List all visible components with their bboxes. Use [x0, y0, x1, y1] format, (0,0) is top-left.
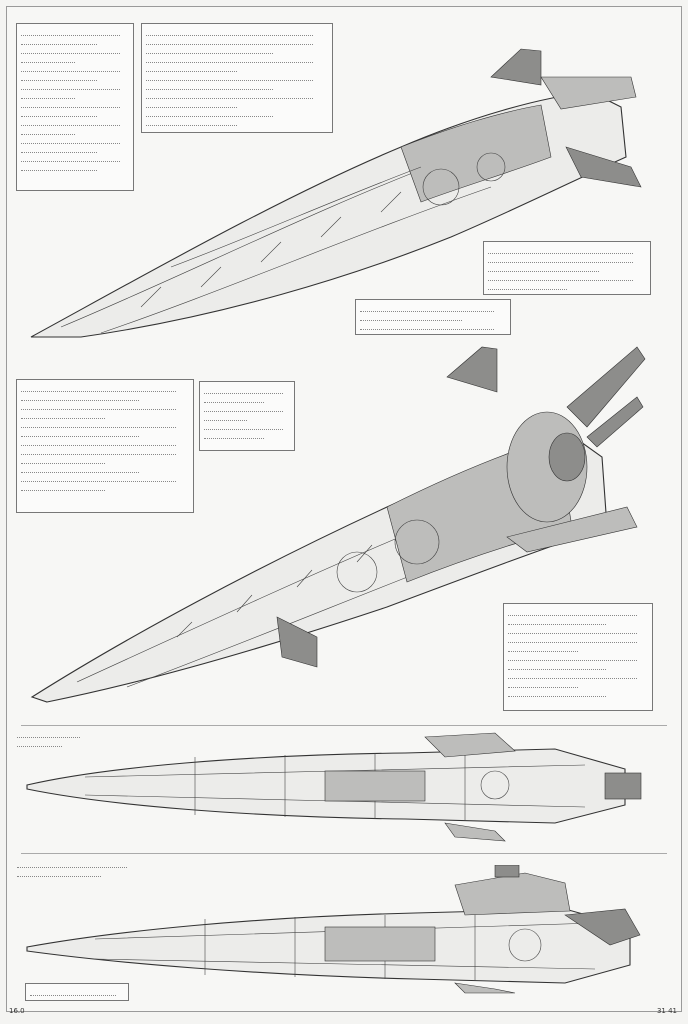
ship-view-1	[30, 48, 642, 338]
section-divider	[21, 853, 667, 854]
page-number-left: 16.0	[9, 1007, 25, 1015]
ship-view-3	[26, 732, 642, 842]
page-number-right: 31 41	[656, 1007, 677, 1015]
ship-view-4	[26, 865, 641, 994]
spec-callout-8	[25, 983, 129, 1001]
spec-callout-1	[16, 23, 134, 191]
hull-drawing-icon	[30, 48, 642, 338]
blueprint-sheet: 16.0 31 41	[6, 6, 682, 1015]
section-label-4	[17, 859, 137, 879]
spec-callout-7	[503, 603, 653, 711]
wing-fin-icon	[506, 506, 638, 553]
hull-drawing-icon	[30, 346, 646, 703]
hull-drawing-icon	[26, 865, 641, 994]
engine-cluster-icon	[506, 346, 646, 523]
spec-callout-5	[16, 379, 194, 513]
hull-drawing-icon	[26, 732, 642, 842]
spec-callout-2	[141, 23, 333, 133]
section-label-3	[17, 729, 107, 749]
spec-callout-6	[199, 381, 295, 451]
spec-callout-4	[355, 299, 511, 335]
section-divider	[21, 725, 667, 726]
turret-icon	[454, 865, 571, 916]
ship-view-2	[30, 346, 646, 703]
spec-callout-3	[483, 241, 651, 295]
